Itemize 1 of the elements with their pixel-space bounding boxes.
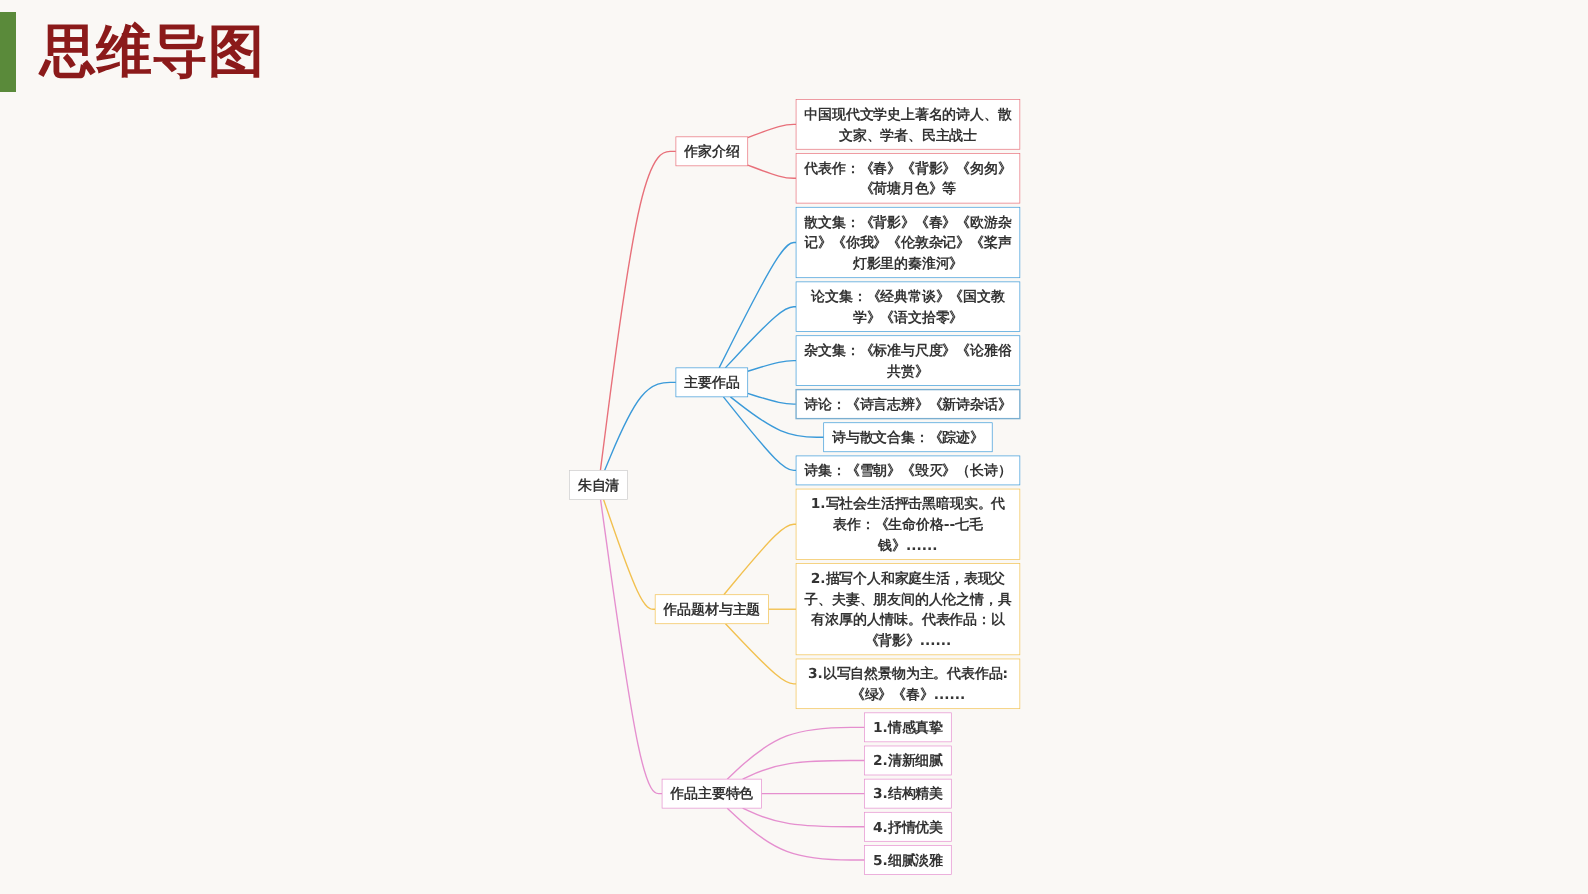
- title: 思维导图: [40, 16, 264, 88]
